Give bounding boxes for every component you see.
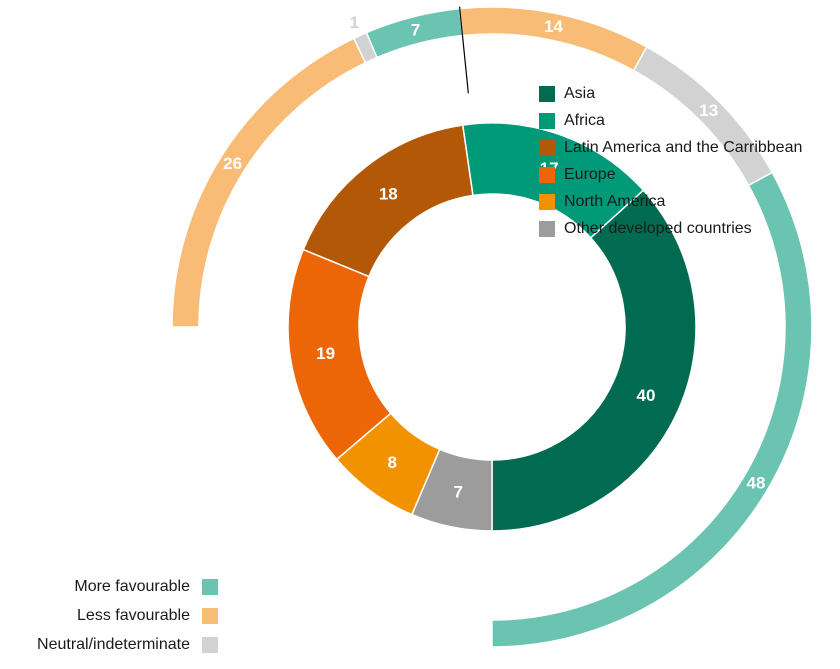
legend-label-africa: Africa: [564, 111, 605, 129]
ring-0-value-label-4: 8: [387, 453, 396, 472]
legend-item-europe: Europe: [539, 161, 802, 188]
legend-label-latin-america: Latin America and the Carribbean: [564, 138, 803, 156]
legend-item-other-developed: Other developed countries: [539, 215, 802, 242]
ring-0-segment-other-developed-countries-5: [410, 448, 493, 532]
legend-item-less-favourable: Less favourable: [0, 601, 218, 630]
legend-label-north-america: North America: [564, 192, 666, 210]
legend-swatch-africa: [539, 112, 555, 129]
legend-swatch-north-america: [539, 193, 555, 210]
ring-1-value-label-2: 14: [544, 17, 563, 36]
legend-label-asia: Asia: [564, 84, 596, 102]
ring-0-value-label-0: 40: [637, 386, 656, 405]
ring-1-value-label-3: 7: [411, 21, 420, 40]
ring-1-segment-less-favourable-5: [171, 37, 367, 328]
legend-swatch-europe: [539, 166, 555, 183]
ring-1-value-label-0: 48: [746, 473, 765, 492]
legend-item-latin-america: Latin America and the Carribbean: [539, 134, 802, 161]
legend-item-africa: Africa: [539, 107, 802, 134]
legend-outcomes: More favourable Less favourable Neutral/…: [0, 572, 218, 659]
ring-1-value-label-5: 26: [223, 154, 242, 173]
legend-swatch-asia: [539, 85, 555, 102]
legend-swatch-more-favourable: [202, 578, 218, 595]
legend-swatch-latin-america: [539, 139, 555, 156]
legend-item-more-favourable: More favourable: [0, 572, 218, 601]
ring-1-value-label-1: 13: [699, 101, 718, 120]
legend-label-less-favourable: Less favourable: [77, 606, 190, 624]
ring-1-value-label-4: 1: [350, 13, 359, 32]
ring-0-segment-asia-0: [491, 189, 697, 532]
legend-item-asia: Asia: [539, 80, 802, 107]
legend-swatch-neutral: [202, 636, 218, 653]
legend-swatch-less-favourable: [202, 607, 218, 624]
legend-item-neutral: Neutral/indeterminate: [0, 630, 218, 659]
group-divider-line: [458, 6, 469, 94]
legend-item-north-america: North America: [539, 188, 802, 215]
legend-label-europe: Europe: [564, 165, 616, 183]
ring-0-value-label-5: 7: [454, 483, 463, 502]
ring-0-value-label-3: 19: [316, 344, 335, 363]
legend-label-neutral: Neutral/indeterminate: [37, 635, 190, 653]
legend-label-more-favourable: More favourable: [74, 577, 190, 595]
legend-regions: Asia Africa Latin America and the Carrib…: [539, 80, 802, 242]
ring-0-value-label-2: 18: [379, 185, 398, 204]
legend-label-other-developed: Other developed countries: [564, 219, 752, 237]
legend-swatch-other-developed: [539, 220, 555, 237]
